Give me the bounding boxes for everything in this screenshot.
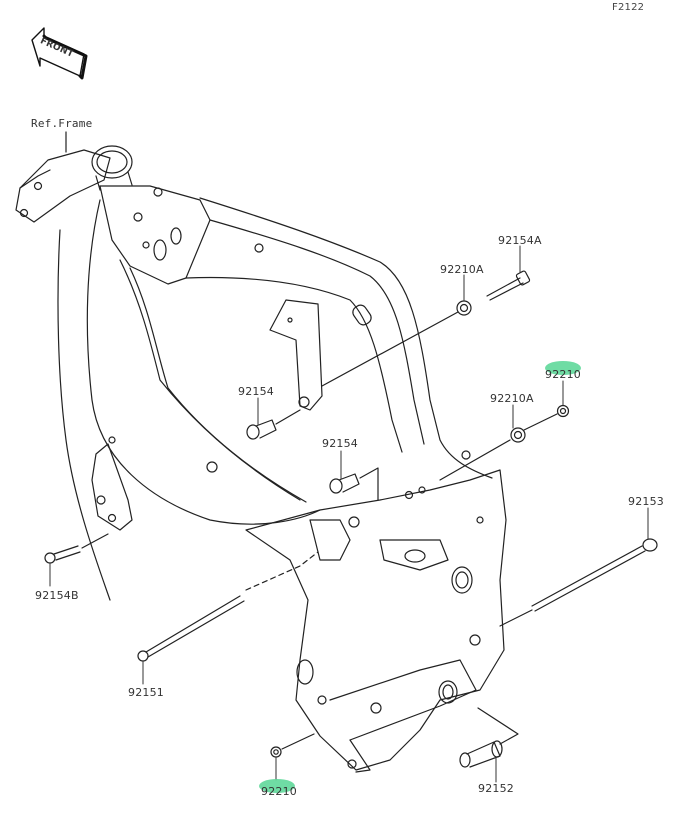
label-leaders	[49, 245, 649, 783]
nut-92210A-middle-icon	[510, 427, 526, 443]
part-label-92210A-middle[interactable]: 92210A	[490, 392, 534, 405]
part-label-92153[interactable]: 92153	[628, 495, 664, 508]
part-label-92210A-upper[interactable]: 92210A	[440, 263, 484, 276]
bolt-92154B-icon	[44, 545, 81, 564]
ref-frame-label[interactable]: Ref.Frame	[31, 117, 93, 130]
nut-92210-upper-icon	[556, 404, 570, 418]
part-label-92210-lower[interactable]: 92210	[261, 785, 297, 798]
part-label-92154-middle[interactable]: 92154	[322, 437, 358, 450]
bolt-92154A-icon	[486, 270, 531, 301]
nut-92210A-upper-icon	[456, 300, 472, 316]
part-label-92154-upper[interactable]: 92154	[238, 385, 274, 398]
collar-92154-upper-icon	[246, 419, 277, 440]
collar-92154-middle-icon	[329, 473, 360, 494]
highlight-marker-upper	[545, 361, 581, 375]
long-bolt-92151-icon	[137, 595, 245, 662]
nut-92210-lower-icon	[270, 746, 282, 758]
collar-92152-lower-icon	[459, 740, 503, 768]
highlight-marker-lower	[259, 779, 295, 793]
front-arrow-icon	[31, 27, 88, 80]
figure-id: F2122	[612, 2, 645, 13]
part-label-92151[interactable]: 92151	[128, 686, 164, 699]
part-label-92154A[interactable]: 92154A	[498, 234, 542, 247]
part-label-92152[interactable]: 92152	[478, 782, 514, 795]
part-label-92210-upper[interactable]: 92210	[545, 368, 581, 381]
long-bolt-92153-icon	[531, 538, 658, 612]
motorcycle-frame	[15, 145, 507, 773]
part-label-92154B[interactable]: 92154B	[35, 589, 79, 602]
